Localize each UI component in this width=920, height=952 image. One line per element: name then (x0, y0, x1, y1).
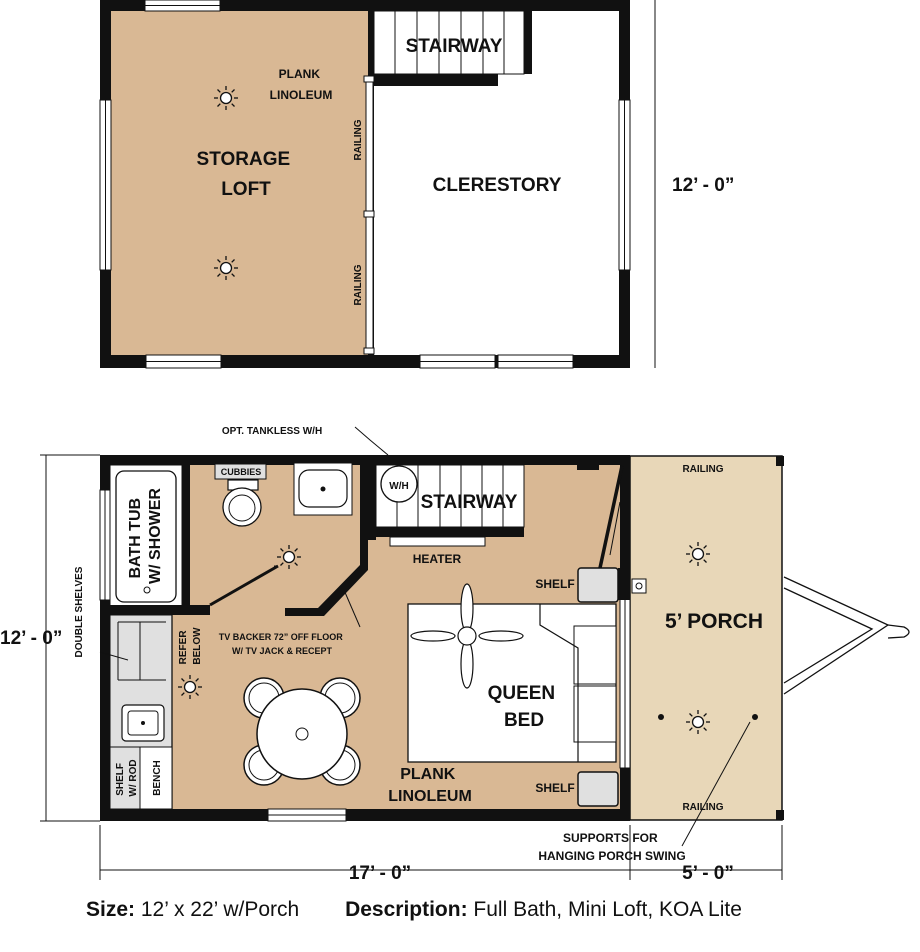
loft-floor-label: PLANK LINOLEUM (270, 67, 333, 102)
bath-tub-label: BATH TUB W/ SHOWER (127, 488, 164, 584)
loft-plank-line2: LINOLEUM (270, 88, 333, 102)
refer-below-label: REFER BELOW (178, 627, 203, 665)
shelf-bottom-label: SHELF (535, 781, 574, 795)
main-height-dimension: 12’ - 0” (0, 628, 62, 649)
outlet-icon (635, 582, 643, 590)
double-shelves-label: DOUBLE SHELVES (74, 566, 85, 657)
plan-caption: Size: 12’ x 22’ w/Porch Description: Ful… (86, 898, 906, 922)
tv-backer-label: TV BACKER 72” OFF FLOOR W/ TV JACK & REC… (219, 632, 346, 656)
railing-label-upper: RAILING (353, 119, 364, 160)
main-plan (40, 426, 910, 880)
loft-stairway-label: STAIRWAY (406, 36, 503, 57)
trailer-hitch-icon (783, 576, 910, 695)
bench-label: BENCH (152, 760, 163, 796)
toilet-icon (222, 479, 262, 527)
ceiling-light-icon (213, 85, 239, 111)
loft-plan (99, 0, 656, 369)
main-length-dimension: 17’ - 0” (349, 863, 411, 884)
size-value: 12’ x 22’ w/Porch (140, 898, 300, 921)
ceiling-light-icon (177, 674, 203, 700)
queen-bed-label: QUEEN BED (488, 683, 561, 731)
description-value: Full Bath, Mini Loft, KOA Lite (473, 898, 742, 921)
loft-plank-line1: PLANK (279, 67, 321, 81)
loft-dimension: 12’ - 0” (672, 175, 734, 196)
ceiling-light-icon (685, 541, 711, 567)
cubbies-label: CUBBIES (221, 467, 262, 477)
porch-railing-bottom-label: RAILING (682, 802, 723, 813)
water-heater-label: W/H (389, 481, 408, 492)
railing-label-lower: RAILING (353, 264, 364, 305)
clerestory-label: CLERESTORY (433, 175, 562, 196)
description-label: Description: (345, 898, 468, 921)
supports-label: SUPPORTS FOR HANGING PORCH SWING (538, 831, 685, 863)
porch-length-dimension: 5’ - 0” (682, 863, 734, 884)
heater-label: HEATER (413, 552, 462, 566)
porch-railing-top-label: RAILING (682, 464, 723, 475)
ceiling-light-icon (213, 255, 239, 281)
shelf-rod-label: SHELF W/ ROD (115, 759, 139, 796)
main-stairway-label: STAIRWAY (421, 492, 518, 513)
ceiling-light-icon (276, 544, 302, 570)
storage-loft-label: STORAGE LOFT (197, 149, 296, 200)
sink-icon (293, 462, 353, 516)
opt-tankless-label: OPT. TANKLESS W/H (222, 426, 322, 437)
ceiling-fan-icon (410, 583, 524, 689)
shelf-top-label: SHELF (535, 577, 574, 591)
ceiling-light-icon (685, 709, 711, 735)
size-label: Size: (86, 898, 136, 921)
porch-label: 5’ PORCH (665, 610, 763, 633)
main-floor-label: PLANK LINOLEUM (388, 766, 472, 805)
